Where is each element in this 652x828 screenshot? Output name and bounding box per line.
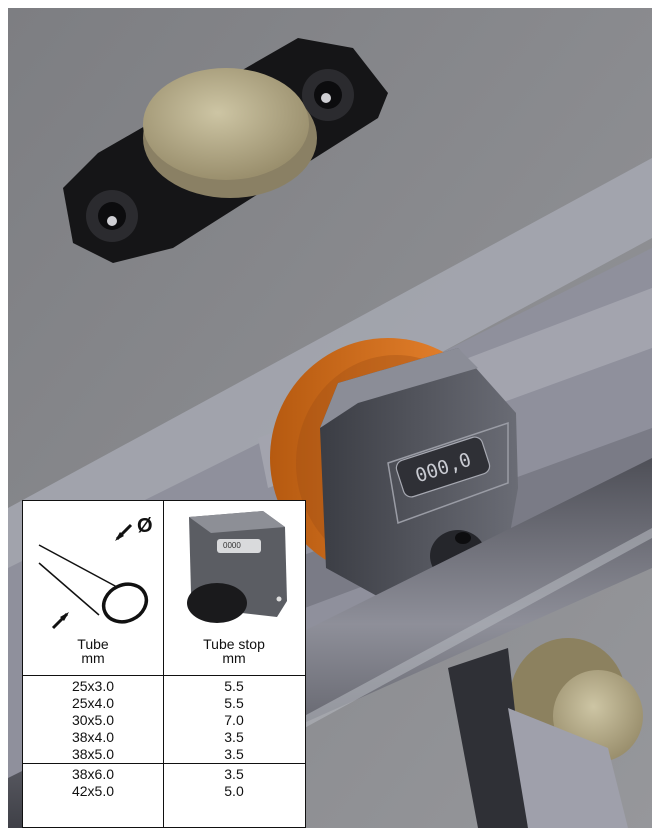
machine-render: 000,0 [8, 8, 652, 828]
table-row-tube: 42x5.0 [71, 783, 115, 799]
stop-header-line1: Tube stop [203, 636, 265, 652]
table-row-tube: 30x5.0 [71, 712, 115, 728]
stop-header: Tube stop mm [164, 637, 304, 665]
tube-diagram: Ø [25, 505, 161, 633]
header-divider [23, 675, 305, 676]
tube-stop-illustration: 0000 [167, 505, 303, 633]
tube-header: Tube mm [23, 637, 163, 665]
bracket-plate [508, 708, 628, 828]
knurled-knob [143, 68, 317, 198]
table-row-stop: 5.0 [224, 783, 244, 799]
tube-icon [38, 523, 149, 630]
tube-stop-icon [187, 511, 287, 623]
table-row-stop: 3.5 [224, 746, 244, 762]
table-row-tube: 38x4.0 [71, 729, 115, 745]
column-divider [163, 501, 164, 827]
tube-stop-block: 000,0 [320, 348, 518, 613]
stop-icon-label: 0000 [223, 541, 241, 550]
table-row-stop: 3.5 [224, 766, 244, 782]
table-row-tube: 38x6.0 [71, 766, 115, 782]
table-row-stop: 5.5 [224, 695, 244, 711]
bracket-arm [448, 648, 528, 828]
lower-tube-highlight [208, 528, 652, 778]
diameter-symbol: Ø [137, 515, 153, 537]
table-row-tube: 38x5.0 [71, 746, 115, 762]
tube-header-line2: mm [81, 650, 105, 666]
stop-header-line2: mm [222, 650, 246, 666]
table-row-tube: 25x3.0 [71, 678, 115, 694]
table-row-stop: 7.0 [224, 712, 244, 728]
group-divider [23, 763, 305, 764]
table-row-tube: 25x4.0 [71, 695, 115, 711]
table-row-stop: 3.5 [224, 729, 244, 745]
tube-header-line1: Tube [77, 636, 109, 652]
table-row-stop: 5.5 [224, 678, 244, 694]
tube-stop-table: Ø 0000 Tube mm Tube stop mm 25x3.0 5.5 2… [22, 500, 306, 828]
